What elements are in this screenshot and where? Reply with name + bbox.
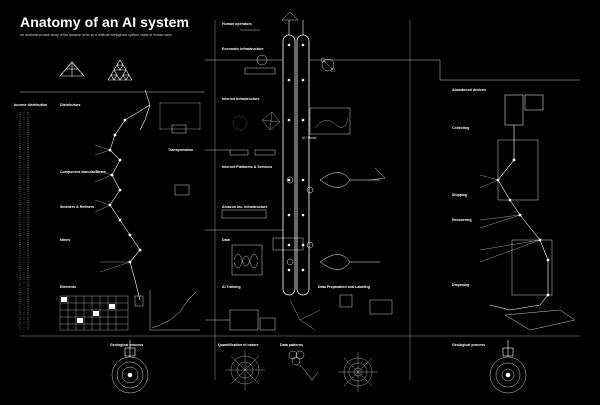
recycling-chain xyxy=(489,94,553,311)
geological-spiral-right xyxy=(489,340,527,394)
geological-process-left-label: Geological process xyxy=(110,343,144,347)
mines-label: Mines xyxy=(60,238,71,242)
abandoned-devices-label: Abandoned devices xyxy=(452,88,486,92)
income-distribution-list xyxy=(19,112,29,330)
amazon-infrastructure-label: Amazon Inc. Infrastructure xyxy=(222,205,268,209)
supply-chain-path xyxy=(109,89,151,301)
poster-title: Anatomy of an AI system xyxy=(20,14,190,30)
elements-label: Elements xyxy=(60,285,76,289)
income-distribution-header: Income distribution xyxy=(14,103,48,107)
geological-process-right-label: Geological process xyxy=(452,343,486,347)
collecting-label: Collecting xyxy=(452,126,470,130)
network-graph-icon xyxy=(261,111,281,131)
center-pipeline xyxy=(282,20,310,296)
component-manufacturers-label: Component manufacturers xyxy=(60,170,106,174)
periodic-table-graphic xyxy=(59,295,129,331)
economic-infrastructure-label: Economic infrastructure xyxy=(222,47,264,51)
triangle-network-icon xyxy=(59,61,85,77)
internet-infrastructure-label: Internet infrastructure xyxy=(222,97,260,101)
disposing-label: Disposing xyxy=(452,283,470,287)
radial-burst-left xyxy=(225,350,265,390)
recovering-label: Recovering xyxy=(452,218,472,222)
landfill-graphic xyxy=(504,309,576,331)
smelters-label: Smelters & Refiners xyxy=(60,205,95,209)
geological-spiral-left xyxy=(111,340,149,394)
data-patterns-graph xyxy=(288,350,319,381)
sierpinski-triangle-icon xyxy=(107,59,133,81)
data-label: Data xyxy=(222,238,230,242)
distributors-label: Distributors xyxy=(60,103,81,107)
transportation-label: Transportation xyxy=(168,148,194,152)
internet-platforms-label: Internet Platforms & Services xyxy=(222,165,273,169)
shipping-label: Shipping xyxy=(452,193,468,197)
quantification-of-nature-label: Quantification of nature xyxy=(218,343,259,347)
poster-subtitle: An anatomical case study of the Amazon e… xyxy=(20,33,172,37)
data-preparation-label: Data Preparation and Labeling xyxy=(318,285,370,289)
data-patterns-label: Data patterns xyxy=(280,343,303,347)
radial-burst-right xyxy=(338,352,378,392)
human-operators-label: Human operators xyxy=(222,22,252,26)
ai-training-label: AI Training xyxy=(222,285,241,289)
